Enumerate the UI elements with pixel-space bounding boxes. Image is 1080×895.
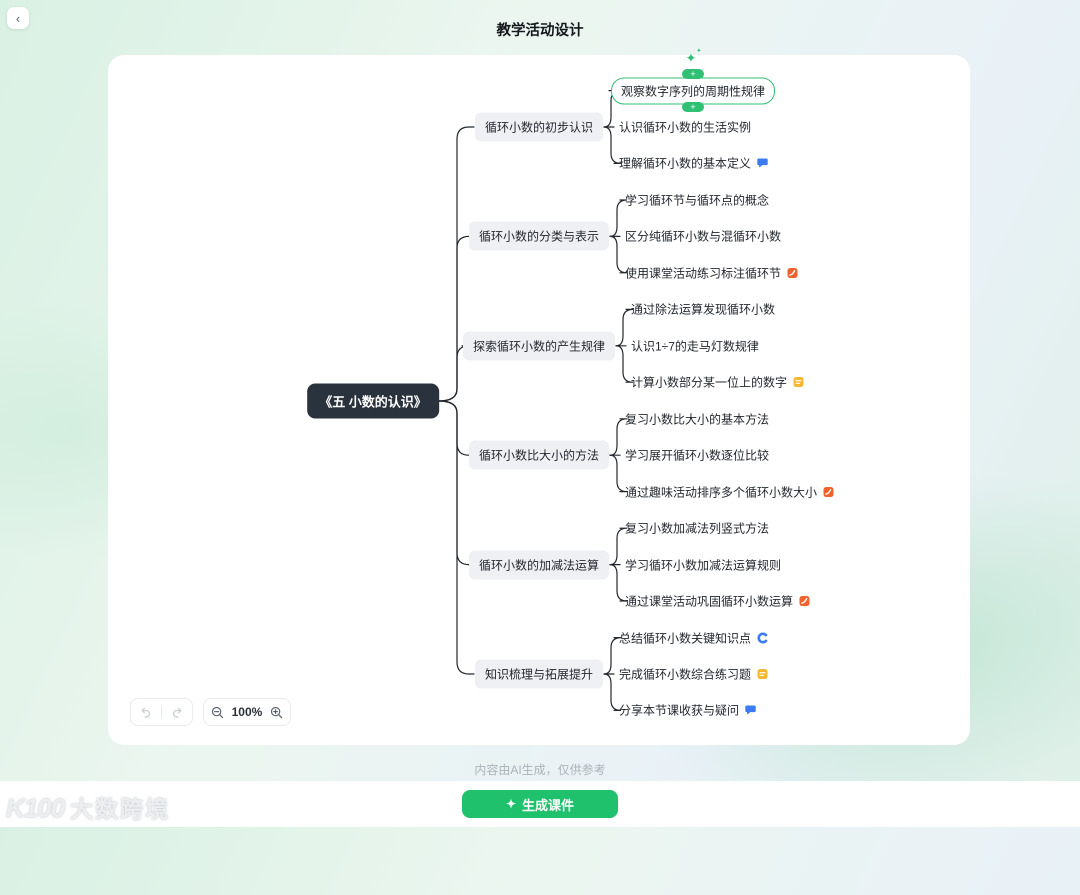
zoom-in-icon xyxy=(270,706,282,718)
undo-button[interactable] xyxy=(139,706,153,719)
undo-icon xyxy=(141,707,151,718)
summary-icon xyxy=(757,632,768,644)
ai-sparkle-icon[interactable]: ✦✦ xyxy=(685,48,702,66)
redo-icon xyxy=(172,707,182,718)
leaf-node[interactable]: 认识循环小数的生活实例 xyxy=(619,119,751,136)
mindmap-canvas[interactable]: 100% 《五 小数的认识》 循环小数的初步认识循环小数的分类与表示探索循环小数的… xyxy=(108,48,970,745)
mindmap-root-node[interactable]: 《五 小数的认识》 xyxy=(307,383,439,419)
connector-path xyxy=(615,308,634,347)
zoom-toolbar: 100% xyxy=(203,698,291,726)
sparkle-icon: ✦ xyxy=(505,797,517,811)
zoom-out-button[interactable] xyxy=(211,706,224,719)
leaf-label: 认识循环小数的生活实例 xyxy=(619,120,752,135)
activity-icon xyxy=(787,267,798,278)
leaf-node[interactable]: 分享本节课收获与疑问 xyxy=(619,702,756,719)
leaf-label: 通过课堂活动巩固循环小数运算 xyxy=(625,594,794,609)
leaf-label: 理解循环小数的基本定义 xyxy=(619,156,752,171)
ai-disclaimer: 内容由AI生成，仅供参考 xyxy=(474,763,606,777)
connector-path xyxy=(609,199,628,237)
activity-icon xyxy=(823,486,834,497)
branch-node[interactable]: 循环小数比大小的方法 xyxy=(468,440,610,470)
discussion-icon xyxy=(757,158,768,169)
redo-button[interactable] xyxy=(170,706,184,719)
undo-redo-toolbar xyxy=(130,698,193,726)
connector-path xyxy=(438,400,470,566)
discussion-icon xyxy=(745,705,756,716)
leaf-node[interactable]: 学习循环小数加减法运算规则 xyxy=(625,556,781,573)
footer-bar: ✦ 生成课件 xyxy=(0,781,1080,827)
leaf-label: 区分纯循环小数与混循环小数 xyxy=(625,229,782,244)
leaf-node[interactable]: 完成循环小数综合练习题 xyxy=(619,666,768,683)
leaf-label: 复习小数加减法列竖式方法 xyxy=(625,521,770,536)
leaf-node[interactable]: 观察数字序列的周期性规律 xyxy=(611,77,776,105)
leaf-node[interactable]: 复习小数比大小的基本方法 xyxy=(625,410,769,427)
connector-path xyxy=(609,527,628,566)
generate-courseware-button[interactable]: ✦ 生成课件 xyxy=(462,790,618,818)
activity-icon xyxy=(799,596,810,607)
connector-lines xyxy=(438,90,634,711)
leaf-node[interactable]: 区分纯循环小数与混循环小数 xyxy=(625,228,781,245)
leaf-label: 使用课堂活动练习标注循环节 xyxy=(625,266,782,281)
leaf-label: 学习循环节与循环点的概念 xyxy=(625,193,770,208)
zoom-out-icon xyxy=(212,706,224,718)
leaf-node[interactable]: 通过趣味活动排序多个循环小数大小 xyxy=(625,483,834,500)
connector-path xyxy=(603,126,622,164)
connector-path xyxy=(609,454,628,493)
leaf-label: 认识1÷7的走马灯数规律 xyxy=(631,339,759,354)
connector-path xyxy=(438,235,470,402)
branch-node[interactable]: 循环小数的分类与表示 xyxy=(468,221,610,251)
connector-path xyxy=(609,418,628,456)
page-title: 教学活动设计 xyxy=(496,23,584,39)
leaf-node[interactable]: 复习小数加减法列竖式方法 xyxy=(625,520,769,537)
add-node-bottom-button[interactable]: + xyxy=(682,102,704,113)
leaf-node[interactable]: 计算小数部分某一位上的数字 xyxy=(631,374,804,391)
zoom-level: 100% xyxy=(231,705,263,719)
leaf-node[interactable]: 总结循环小数关键知识点 xyxy=(619,629,768,646)
leaf-node[interactable]: 认识1÷7的走马灯数规律 xyxy=(631,337,759,354)
leaf-label: 通过趣味活动排序多个循环小数大小 xyxy=(625,485,818,500)
connector-path xyxy=(603,673,622,711)
connector-path xyxy=(615,345,634,383)
connector-path xyxy=(609,235,628,274)
connector-path xyxy=(438,400,475,675)
branch-node[interactable]: 循环小数的加减法运算 xyxy=(468,550,610,580)
leaf-label: 计算小数部分某一位上的数字 xyxy=(631,375,788,390)
leaf-label: 观察数字序列的周期性规律 xyxy=(621,84,766,99)
toolbar-divider xyxy=(161,706,162,718)
exercise-icon xyxy=(793,377,804,388)
generate-button-label: 生成课件 xyxy=(522,797,575,813)
leaf-node[interactable]: 学习展开循环小数逐位比较 xyxy=(625,447,769,464)
leaf-node[interactable]: 使用课堂活动练习标注循环节 xyxy=(625,264,798,281)
leaf-label: 完成循环小数综合练习题 xyxy=(619,667,752,682)
leaf-label: 复习小数比大小的基本方法 xyxy=(625,412,770,427)
leaf-node[interactable]: 通过课堂活动巩固循环小数运算 xyxy=(625,593,810,610)
branch-node[interactable]: 循环小数的初步认识 xyxy=(474,112,604,142)
leaf-node[interactable]: 理解循环小数的基本定义 xyxy=(619,155,768,172)
leaf-label: 学习展开循环小数逐位比较 xyxy=(625,448,770,463)
leaf-node[interactable]: 学习循环节与循环点的概念 xyxy=(625,192,769,209)
branch-node[interactable]: 探索循环小数的产生规律 xyxy=(462,331,616,361)
leaf-label: 总结循环小数关键知识点 xyxy=(619,631,752,646)
mini-sparkle-icon: ✦ xyxy=(696,48,702,55)
leaf-node[interactable]: 通过除法运算发现循环小数 xyxy=(631,301,775,318)
chevron-left-icon: ‹ xyxy=(15,10,21,26)
connector-path xyxy=(438,400,470,456)
leaf-label: 分享本节课收获与疑问 xyxy=(619,703,740,718)
zoom-in-button[interactable] xyxy=(270,706,283,719)
connector-path xyxy=(603,637,622,675)
add-node-top-button[interactable]: + xyxy=(682,69,704,80)
leaf-label: 学习循环小数加减法运算规则 xyxy=(625,558,782,573)
connector-path xyxy=(609,564,628,602)
back-button[interactable]: ‹ xyxy=(7,7,29,29)
branch-node[interactable]: 知识梳理与拓展提升 xyxy=(474,659,604,689)
leaf-label: 通过除法运算发现循环小数 xyxy=(631,302,776,317)
exercise-icon xyxy=(757,669,768,680)
